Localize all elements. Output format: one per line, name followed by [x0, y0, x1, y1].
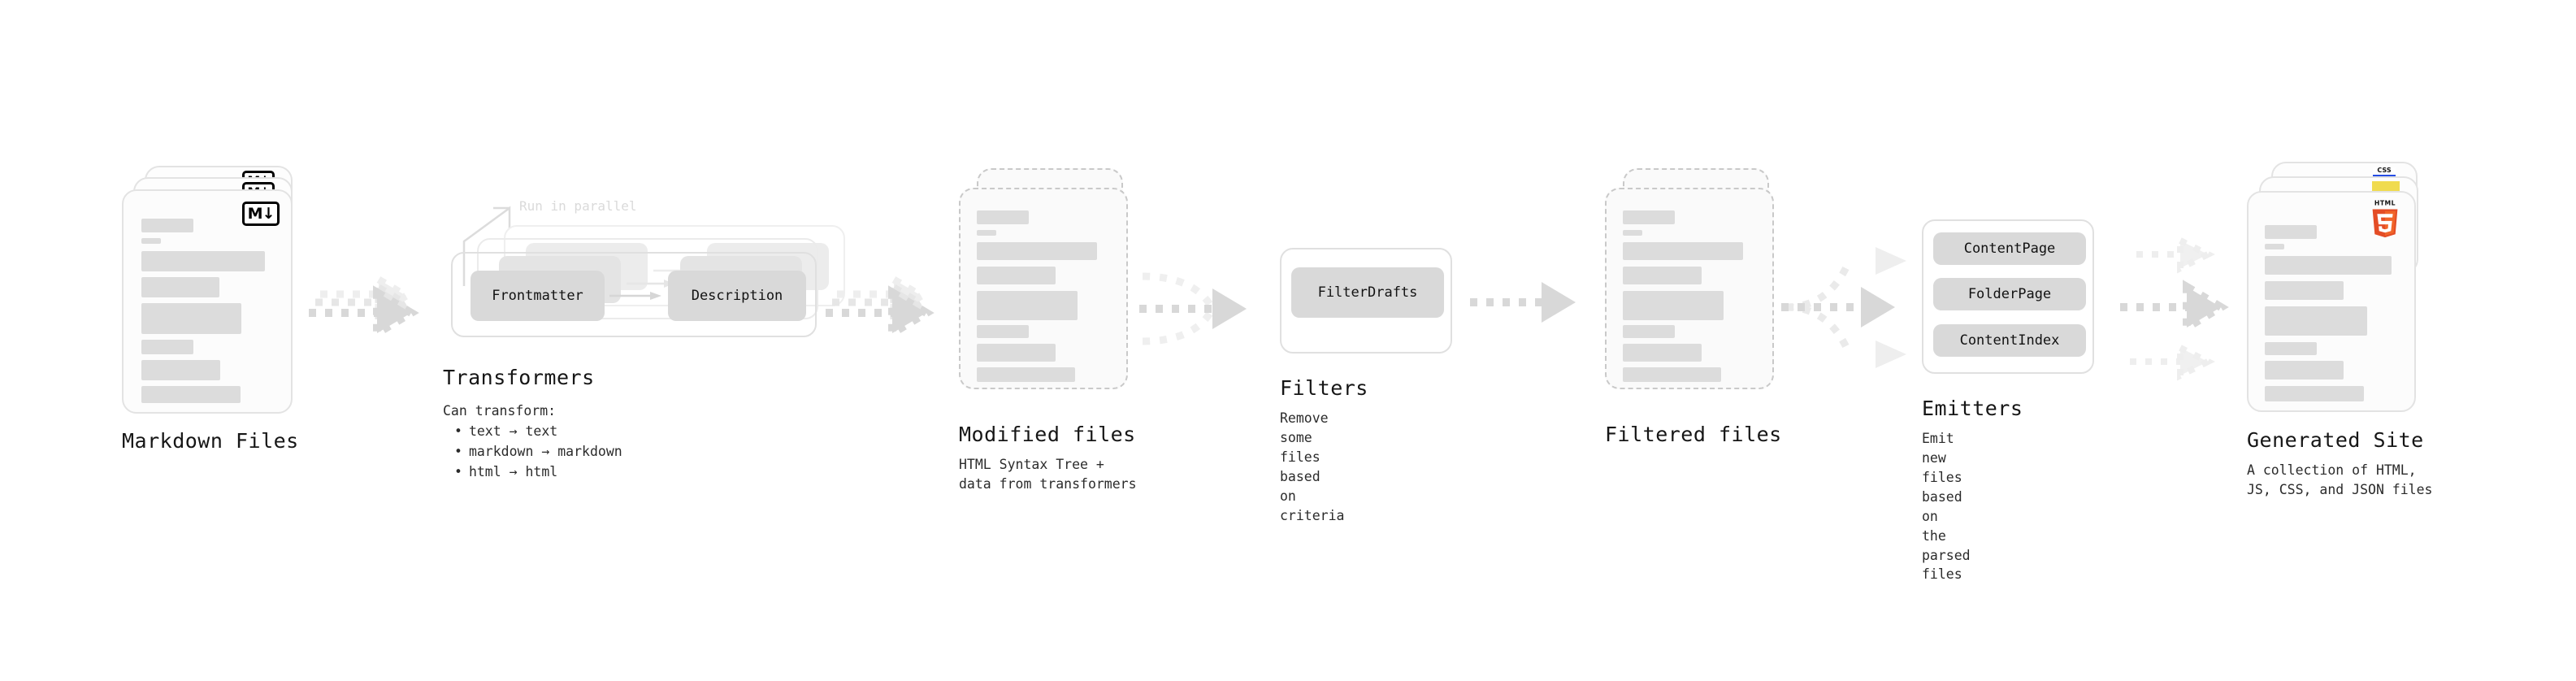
skeleton-bar — [977, 367, 1075, 382]
skeleton-bar — [2265, 281, 2344, 300]
transformers-capabilities: Can transform: text → text markdown → ma… — [443, 401, 622, 482]
skeleton-bar — [2265, 386, 2364, 401]
stage-subtitle-generated-site: A collection of HTML, JS, CSS, and JSON … — [2247, 462, 2433, 497]
connector-filtered-to-emitters — [1781, 247, 1906, 368]
stage-modified-files: Modified files HTML Syntax Tree + data f… — [959, 167, 1138, 492]
stage-title-markdown-files: Markdown Files — [122, 429, 299, 453]
skeleton-bar — [141, 303, 241, 334]
svg-text:HTML: HTML — [2374, 200, 2396, 207]
skeleton-bar — [977, 230, 996, 236]
skeleton-bar — [141, 340, 193, 354]
markdown-badge: M↓ — [242, 202, 280, 226]
stage-title-filtered-files: Filtered files — [1605, 423, 1782, 446]
generated-card-stack: CSS HTML — [2247, 158, 2434, 427]
emitter-chip-contentindex[interactable]: ContentIndex — [1933, 324, 2086, 357]
skeleton-bar — [1623, 291, 1724, 320]
filters-group-box: FilterDrafts — [1280, 248, 1452, 354]
stage-subtitle-modified-files: HTML Syntax Tree + data from transformer… — [959, 457, 1137, 492]
skeleton-bar — [977, 267, 1056, 284]
stage-filtered-files: Filtered files — [1605, 167, 1784, 446]
skeleton-bar — [977, 291, 1078, 320]
emitters-group-box: ContentPage FolderPage ContentIndex — [1922, 219, 2094, 374]
connector-emitters-to-site — [2120, 235, 2229, 381]
stage-title-filters: Filters — [1280, 376, 1368, 400]
filtered-card-front — [1605, 188, 1774, 389]
skeleton-bar — [2265, 256, 2392, 275]
modified-card-front — [959, 188, 1128, 389]
stage-subtitle-filters: Remove some files based on criteria — [1280, 410, 1345, 523]
skeleton-bar — [977, 344, 1056, 362]
connector-transformers-to-modified — [826, 273, 935, 340]
connector-md-to-transformers — [309, 273, 419, 340]
skeleton-bar — [2265, 342, 2317, 355]
skeleton-bar — [2265, 225, 2317, 239]
generated-card-front: HTML — [2247, 191, 2416, 412]
filtered-card-stack — [1605, 167, 1784, 427]
skeleton-bar — [141, 386, 241, 403]
skeleton-bar — [1623, 325, 1675, 338]
transformers-bullets-lead: Can transform: — [443, 403, 557, 419]
skeleton-bar — [141, 219, 193, 232]
skeleton-bar — [2265, 244, 2284, 249]
skeleton-bar — [977, 325, 1029, 338]
skeleton-bar — [1623, 367, 1721, 382]
stage-generated-site: CSS HTML Generated Site — [2247, 158, 2434, 497]
transformer-bullet: markdown → markdown — [454, 441, 622, 462]
skeleton-bar — [977, 210, 1029, 224]
transformer-chip-description[interactable]: Description — [668, 271, 806, 321]
transformer-inner-arrow — [609, 292, 661, 300]
skeleton-bar — [141, 360, 220, 380]
skeleton-bar — [1623, 267, 1702, 284]
html5-badge: HTML — [2372, 200, 2398, 238]
emitter-chip-contentpage[interactable]: ContentPage — [1933, 232, 2086, 265]
run-in-parallel-label: Run in parallel — [519, 198, 637, 214]
skeleton-bar — [1623, 344, 1702, 362]
filter-chip-filterdrafts[interactable]: FilterDrafts — [1291, 267, 1444, 318]
connector-modified-to-filters — [1139, 272, 1247, 345]
skeleton-bar — [141, 251, 265, 271]
skeleton-bar — [141, 277, 219, 297]
stage-title-generated-site: Generated Site — [2247, 428, 2424, 452]
skeleton-bar — [2265, 361, 2344, 380]
stage-title-transformers: Transformers — [443, 366, 595, 389]
transformer-bullet: html → html — [454, 462, 622, 482]
skeleton-bar — [1623, 210, 1675, 224]
stage-subtitle-emitters: Emit new files based on the parsed files — [1922, 431, 1971, 583]
skeleton-bar — [141, 238, 161, 244]
transformer-bullet: text → text — [454, 421, 622, 441]
transformer-chip-frontmatter[interactable]: Frontmatter — [471, 271, 605, 321]
stage-title-modified-files: Modified files — [959, 423, 1136, 446]
stage-title-emitters: Emitters — [1922, 397, 2023, 420]
run-in-parallel-bracket — [462, 206, 511, 286]
skeleton-bar — [1623, 242, 1743, 260]
modified-card-stack — [959, 167, 1138, 427]
connector-filters-to-filtered — [1470, 282, 1576, 323]
markdown-card-stack: M↓ M↓ M↓ — [122, 163, 309, 423]
skeleton-bar — [2265, 306, 2367, 336]
emitter-chip-folderpage[interactable]: FolderPage — [1933, 278, 2086, 310]
transformer-group-front: Frontmatter Description — [451, 252, 817, 337]
skeleton-bar — [977, 242, 1097, 260]
skeleton-bar — [1623, 230, 1642, 236]
markdown-card-front: M↓ — [122, 189, 293, 414]
stage-markdown-files: M↓ M↓ M↓ Markdown Files — [122, 163, 309, 453]
